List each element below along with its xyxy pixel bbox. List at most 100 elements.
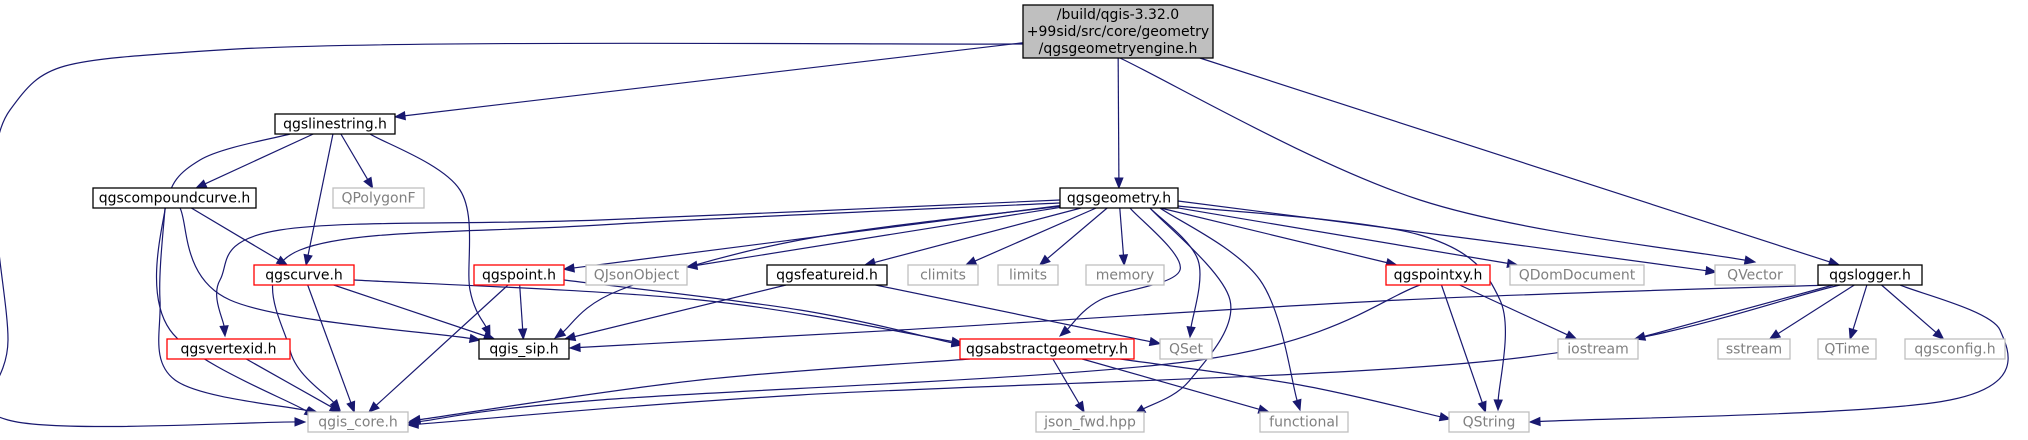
- node-box: [907, 264, 979, 286]
- edge-line: [578, 284, 1831, 349]
- edge-arrowhead: [1058, 325, 1071, 337]
- node-qvector: QVector: [1714, 264, 1796, 286]
- edge-line: [1440, 284, 1484, 404]
- edge-arrowhead: [517, 328, 528, 341]
- edge-arrowhead: [346, 400, 356, 414]
- edge-qgsgeometry-to-qjsonobject: [685, 206, 1061, 270]
- edge-qgslogger-to-sstream: [1768, 284, 1855, 340]
- edge-line: [1142, 207, 1232, 410]
- node-label: /build/qgis-3.32.0: [1057, 7, 1179, 23]
- node-qgslogger[interactable]: qgslogger.h: [1817, 264, 1923, 286]
- node-label: QSet: [1169, 342, 1204, 358]
- node-qgsabstractgeometry[interactable]: qgsabstractgeometry.h: [959, 338, 1135, 360]
- node-qgscurve[interactable]: qgscurve.h: [253, 264, 355, 286]
- edge-qgslogger-to-qstring: [1528, 284, 2009, 427]
- edge-qgslogger-to-qgis_sip: [568, 284, 1831, 353]
- edge-arrowhead: [1848, 327, 1858, 341]
- edge-line: [416, 284, 1421, 423]
- node-qgscompoundcurve[interactable]: qgscompoundcurve.h: [92, 187, 257, 209]
- node-box: [274, 113, 396, 135]
- node-label: QDomDocument: [1519, 268, 1636, 284]
- edge-qgscurve-to-qgis_sip: [333, 284, 496, 341]
- edge-qgsgeometry-to-qdomdocument: [1177, 207, 1519, 268]
- node-qgsfeatureid[interactable]: qgsfeatureid.h: [766, 264, 888, 286]
- edge-line: [1119, 57, 1747, 261]
- node-label: QString: [1463, 415, 1516, 431]
- edge-arrowhead: [1438, 412, 1452, 422]
- edge-arrowhead: [219, 325, 229, 338]
- edge-line: [403, 42, 1024, 117]
- edge-qgsgeometry-to-memory: [1118, 207, 1129, 267]
- edges-layer: [0, 42, 2009, 429]
- node-label: functional: [1269, 415, 1339, 431]
- edge-line: [369, 133, 487, 329]
- node-qgslinestring[interactable]: qgslinestring.h: [274, 113, 396, 135]
- node-qgis_sip[interactable]: qgis_sip.h: [478, 338, 570, 360]
- node-label: qgsvertexid.h: [181, 342, 277, 358]
- edge-arrowhead: [1528, 416, 1541, 427]
- edge-line: [1459, 284, 1569, 336]
- edge-line: [204, 133, 314, 185]
- node-functional: functional: [1259, 411, 1349, 433]
- node-label: limits: [1009, 268, 1047, 284]
- edge-arrowhead: [1493, 399, 1503, 412]
- edge-line: [271, 202, 1061, 404]
- edge-line: [519, 284, 524, 331]
- edge-line: [1119, 207, 1125, 257]
- edge-arrowhead: [1114, 177, 1124, 190]
- edge-arrowhead: [1038, 254, 1051, 266]
- edge-arrowhead: [553, 327, 567, 339]
- node-box: [166, 338, 291, 360]
- node-label: qgslinestring.h: [283, 117, 387, 133]
- edge-line: [179, 207, 472, 340]
- node-qgspointxy[interactable]: qgspointxy.h: [1385, 264, 1491, 286]
- node-json_fwd: json_fwd.hpp: [1035, 411, 1145, 433]
- edge-qgsgeometry-to-json_fwd: [1133, 207, 1232, 415]
- node-label: qgsfeatureid.h: [776, 268, 878, 284]
- node-box: [473, 264, 565, 286]
- edge-line: [307, 133, 334, 257]
- edge-qgsgeometry-to-qgsvertexid: [216, 199, 1061, 338]
- edge-line: [155, 133, 308, 412]
- edge-line: [563, 279, 954, 344]
- node-label: qgsabstractgeometry.h: [966, 342, 1128, 358]
- node-box: [1509, 264, 1645, 286]
- edge-qgslinestring-to-qgscurve: [303, 133, 334, 267]
- node-label: climits: [920, 268, 966, 284]
- node-box: [1035, 411, 1145, 433]
- node-label: qgspointxy.h: [1394, 268, 1483, 284]
- node-qdomdocument: QDomDocument: [1509, 264, 1645, 286]
- edge-root-to-qgslogger: [1199, 57, 1841, 267]
- edge-arrowhead: [329, 398, 341, 412]
- edge-arrowhead: [1768, 329, 1782, 340]
- node-label: qgis_core.h: [318, 415, 398, 431]
- edge-qgspoint-to-qgsabstractgeometry: [563, 279, 964, 348]
- edge-line: [1177, 205, 1506, 402]
- edge-qgslogger-to-qtime: [1848, 284, 1868, 341]
- edge-arrowhead: [275, 255, 289, 266]
- node-iostream: iostream: [1557, 338, 1639, 360]
- edge-qgsgeometry-to-limits: [1038, 207, 1108, 266]
- node-box: [1557, 338, 1639, 360]
- node-qgsgeometry[interactable]: qgsgeometry.h: [1059, 187, 1179, 209]
- edge-qgspoint-to-qgis_sip: [517, 284, 528, 341]
- node-climits: climits: [907, 264, 979, 286]
- edge-arrowhead: [1186, 326, 1196, 339]
- node-qgspoint[interactable]: qgspoint.h: [473, 264, 565, 286]
- node-qgsvertexid[interactable]: qgsvertexid.h: [166, 338, 291, 360]
- edge-arrowhead: [1477, 400, 1487, 414]
- edge-qgsgeometry-to-qstring: [1177, 205, 1506, 412]
- node-label: iostream: [1567, 342, 1629, 358]
- node-box: [253, 264, 355, 286]
- edge-arrowhead: [406, 419, 419, 429]
- edge-qgslogger-to-qgis_core: [406, 284, 1841, 429]
- node-box: [1385, 264, 1491, 286]
- edge-arrowhead: [1118, 254, 1129, 267]
- node-memory: memory: [1085, 264, 1165, 286]
- node-root[interactable]: /build/qgis-3.32.0+99sid/src/core/geomet…: [1022, 4, 1214, 59]
- edge-qgsgeometry-to-qgis_sip: [553, 205, 1063, 339]
- edge-qgsgeometry-to-qgis_core: [271, 202, 1061, 412]
- edge-arrowhead: [562, 263, 575, 273]
- edge-line: [1177, 200, 1708, 272]
- edge-qgscurve-to-qgis_core: [307, 284, 356, 414]
